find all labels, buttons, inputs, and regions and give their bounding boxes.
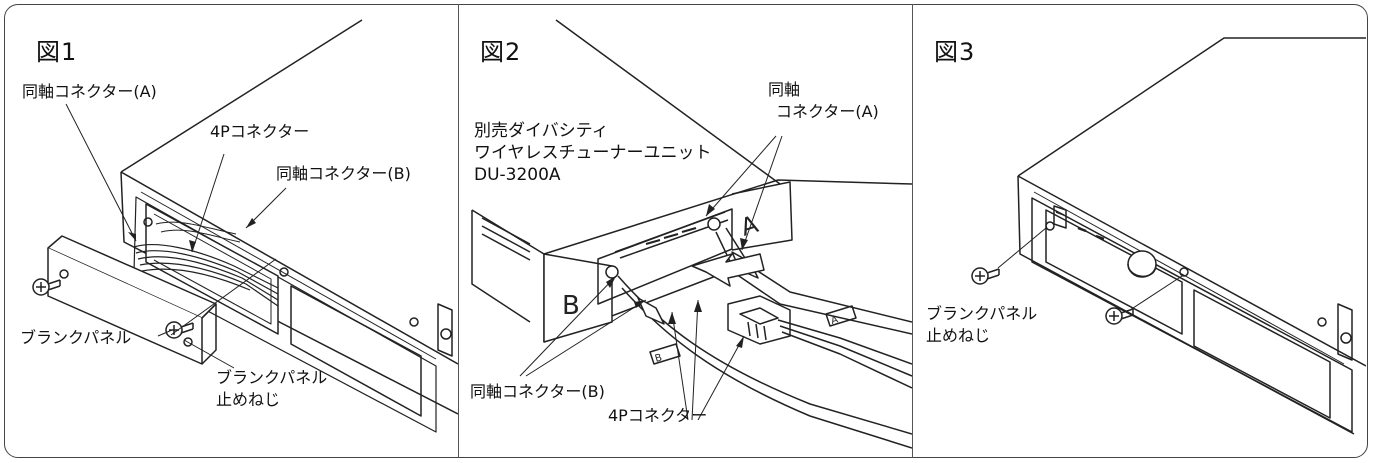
coax-connector-a-label: 同軸コネクター(A)	[22, 82, 157, 101]
product-name-line2: ワイヤレスチューナーユニット	[474, 143, 712, 163]
figure-2-title: 図2	[480, 38, 522, 66]
figure-3-drawing	[971, 37, 1366, 435]
product-name-line1: 別売ダイバシティ	[474, 121, 609, 141]
cable-tag-b: B	[654, 352, 664, 365]
blank-panel-screw-label-line1: ブランクパネル	[216, 368, 328, 387]
figure-2-panel: B A B A 図2 別売ダイバシティ ワイヤレスチューナーユニット DU-32…	[460, 4, 912, 458]
figure-2-drawing: B A B A	[471, 19, 912, 449]
blank-panel-label: ブランクパネル	[20, 328, 132, 347]
blank-panel-screw-label-line2: 止めねじ	[926, 326, 991, 345]
four-p-connector-label: 4Pコネクター	[210, 122, 310, 141]
cable-tag-a: A	[830, 314, 840, 327]
coax-connector-a-label-line1: 同軸	[768, 80, 801, 99]
product-model-number: DU-3200A	[474, 165, 561, 185]
four-p-connector-label: 4Pコネクター	[608, 406, 708, 425]
figure-3-panel: 図3 ブランクパネル 止めねじ	[914, 4, 1366, 458]
panel-divider-2	[912, 4, 913, 458]
blank-panel-screw-label-line1: ブランクパネル	[926, 304, 1038, 323]
figure-3-title: 図3	[934, 38, 976, 66]
slot-a-mark: A	[737, 210, 762, 242]
figure-1-drawing	[32, 19, 458, 433]
blank-panel-screw-label-line2: 止めねじ	[216, 390, 281, 409]
slot-b-mark: B	[562, 291, 580, 321]
coax-connector-b-label: 同軸コネクター(B)	[276, 164, 411, 183]
coax-connector-a-label-line2: コネクター(A)	[776, 102, 879, 121]
figure-1-title: 図1	[36, 38, 78, 66]
panel-divider-1	[458, 4, 459, 458]
figure-1-panel: 図1 同軸コネクター(A) 4Pコネクター 同軸コネクター(B) ブランクパネル…	[6, 4, 458, 458]
coax-connector-b-label: 同軸コネクター(B)	[470, 382, 605, 401]
